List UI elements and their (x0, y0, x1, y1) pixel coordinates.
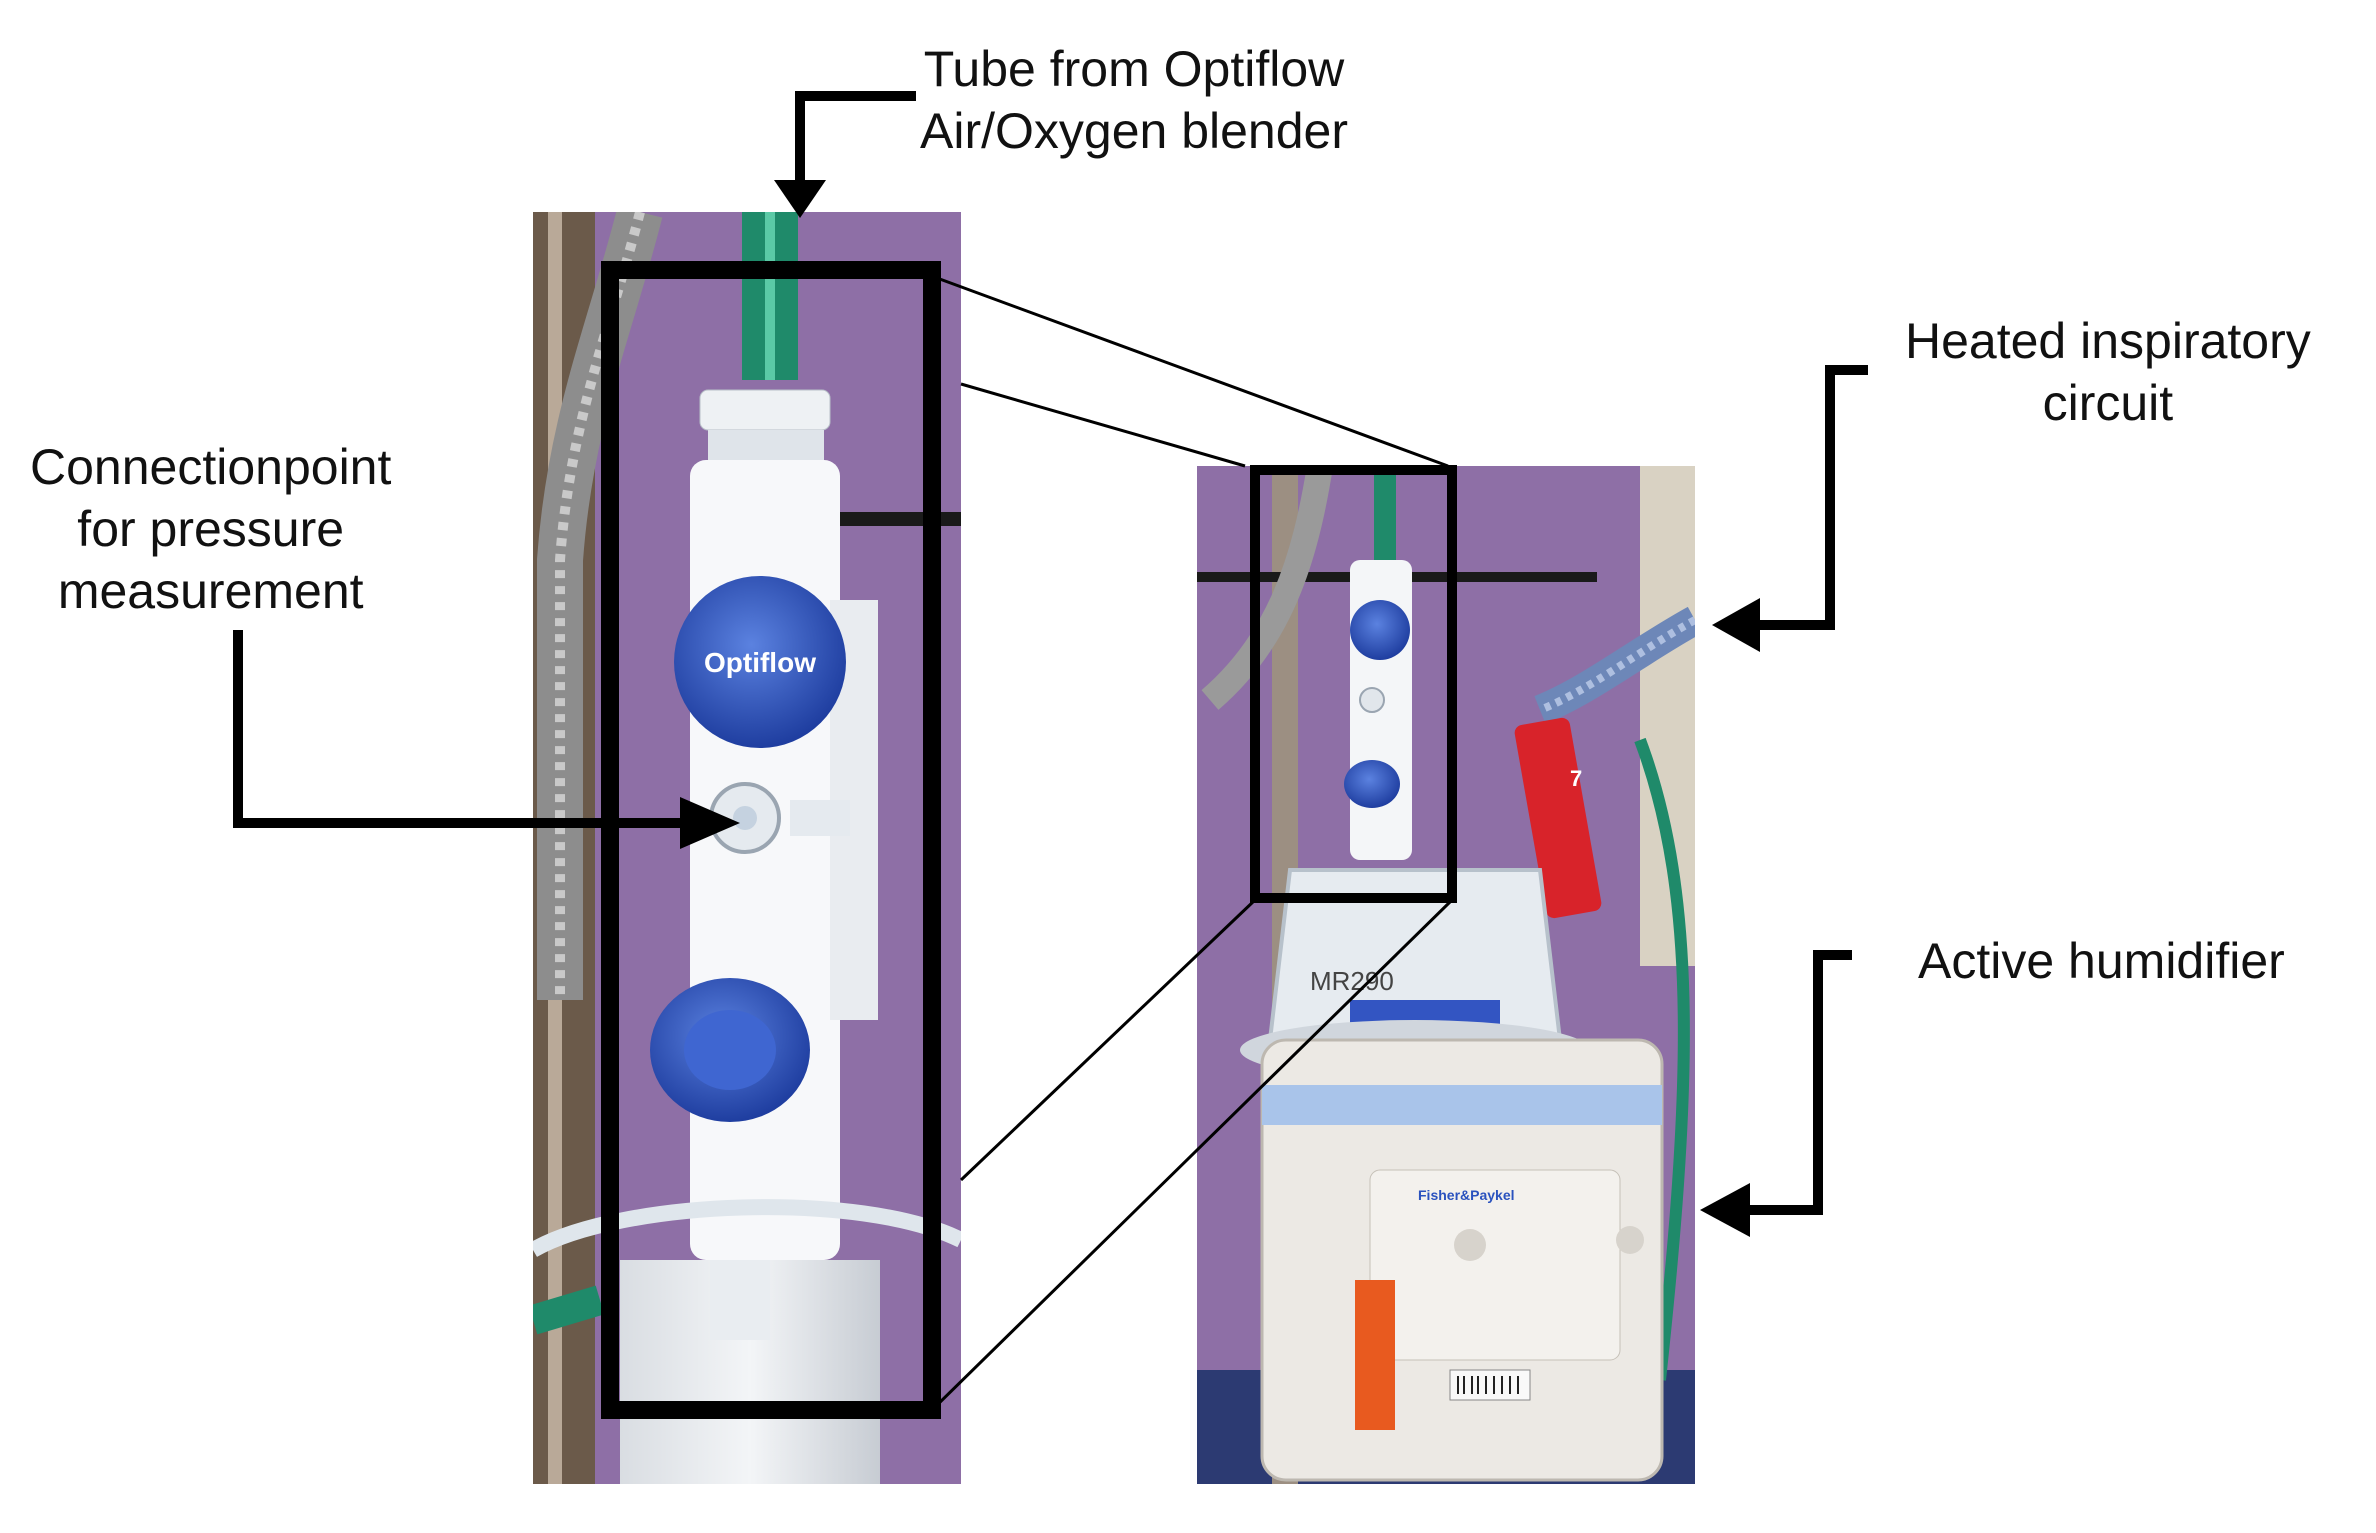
brand-text: Fisher&Paykel (1418, 1187, 1515, 1203)
tag-number: 7 (1570, 766, 1582, 791)
zoom-line-3 (959, 898, 1257, 1182)
label-heated-line2: circuit (2042, 375, 2174, 431)
label-connection-line3: measurement (57, 563, 364, 619)
zoom-line-4 (930, 898, 1454, 1412)
arrow-tube (774, 91, 916, 218)
device-photo: 7 MR290 Fisher&Paykel (1197, 466, 1695, 1484)
label-heated-inspiratory-circuit: Heated inspiratory circuit (1905, 310, 2311, 434)
label-humidifier-line1: Active humidifier (1918, 933, 2285, 989)
label-connection-line1: Connectionpoint (30, 439, 392, 495)
label-active-humidifier: Active humidifier (1918, 930, 2285, 992)
label-tube-line2: Air/Oxygen blender (920, 103, 1349, 159)
zoom-box-small (1250, 465, 1457, 903)
zoom-line-1 (936, 276, 1449, 468)
zoom-line-2 (960, 382, 1246, 468)
arrow-heated (1712, 365, 1868, 652)
zoomed-photo: Optiflow (533, 212, 961, 1484)
arrow-connection (233, 630, 740, 849)
label-connection-point: Connectionpoint for pressure measurement (30, 436, 391, 622)
optiflow-cap-text: Optiflow (704, 647, 816, 678)
label-tube-from-optiflow: Tube from Optiflow Air/Oxygen blender (920, 38, 1348, 162)
arrow-humidifier (1700, 950, 1852, 1237)
label-heated-line1: Heated inspiratory (1905, 313, 2311, 369)
zoom-box-large (601, 261, 941, 1419)
label-connection-line2: for pressure (77, 501, 345, 557)
label-tube-line1: Tube from Optiflow (923, 41, 1345, 97)
